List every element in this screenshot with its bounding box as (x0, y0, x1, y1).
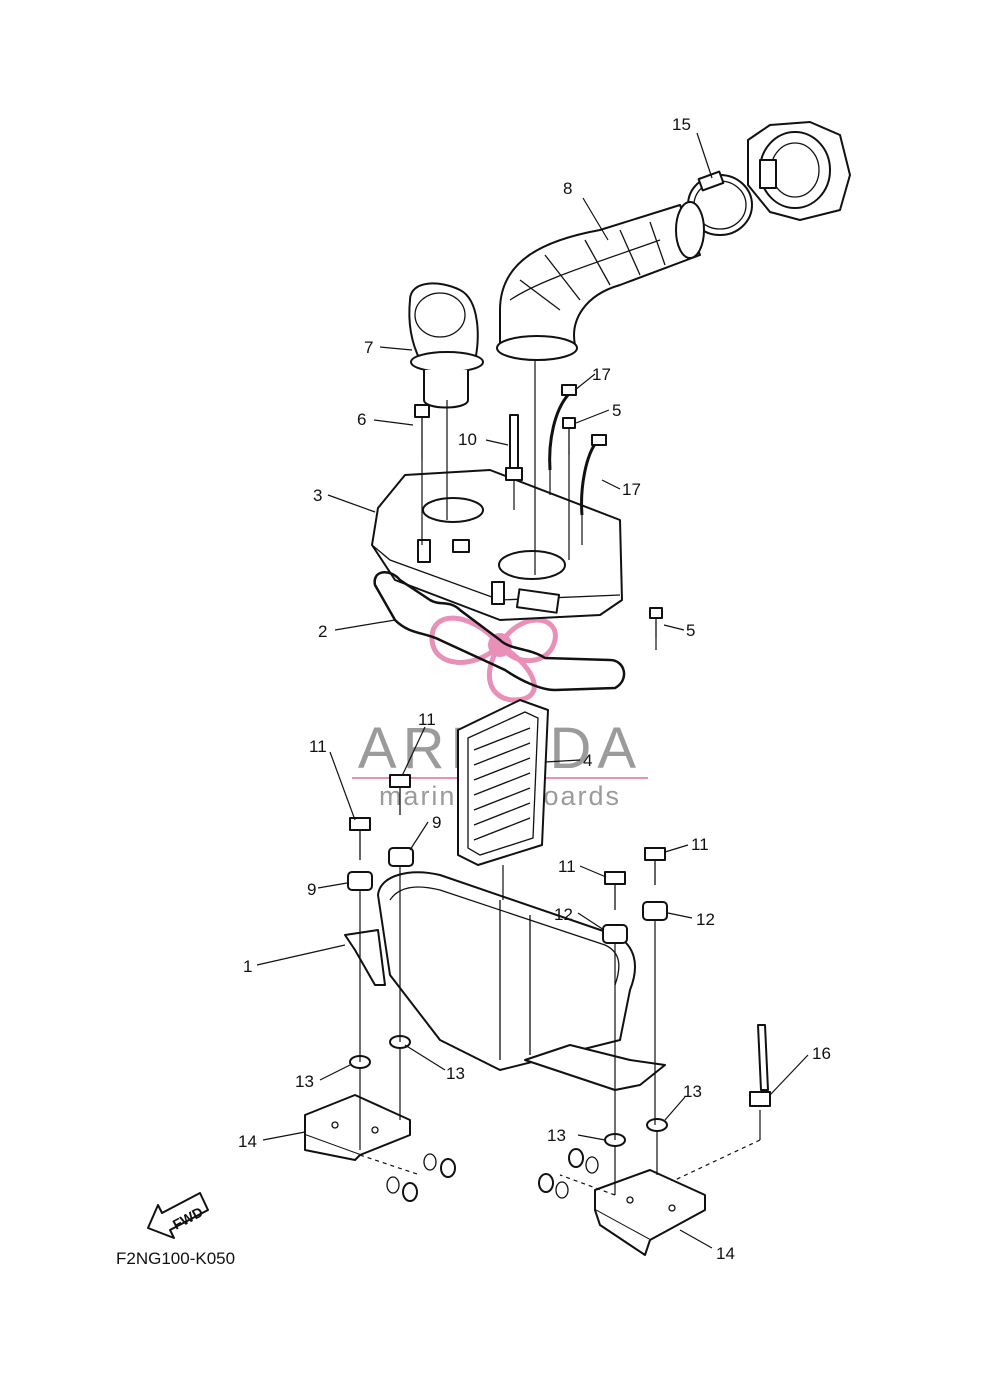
bolt-6 (414, 404, 430, 460)
callout-13-c: 13 (683, 1082, 702, 1101)
callout-17-upper: 17 (592, 365, 611, 384)
callout-10: 10 (458, 430, 477, 449)
intake-silencer (408, 282, 484, 409)
callout-14-b: 14 (716, 1244, 735, 1263)
callout-5-upper: 5 (612, 401, 621, 420)
callout-11-c: 11 (691, 835, 709, 854)
cable-tie-10 (505, 414, 523, 481)
callout-17-lower: 17 (622, 480, 641, 499)
callout-13-b: 13 (446, 1064, 465, 1083)
callout-14-a: 14 (238, 1132, 257, 1151)
callout-6: 6 (357, 410, 366, 429)
callout-1: 1 (243, 957, 252, 976)
callout-9-b: 9 (432, 813, 441, 832)
callout-12-a: 12 (696, 910, 715, 929)
fwd-arrow-icon: FWD (147, 1192, 209, 1239)
air-box-case (344, 871, 666, 1091)
callout-11-b: 11 (418, 710, 436, 729)
assembly-guide-lines (359, 360, 761, 1196)
callout-12-b: 12 (554, 905, 573, 924)
intake-duct (496, 201, 705, 361)
callout-3: 3 (313, 486, 322, 505)
propeller-logo-icon (429, 615, 558, 703)
bolt-11-b (389, 774, 411, 815)
air-filter-element (457, 699, 549, 866)
diagram-code: F2NG100-K050 (116, 1249, 235, 1268)
air-box-cover (371, 469, 623, 621)
grommet-9-b (388, 847, 414, 867)
callout-11-a: 11 (309, 737, 327, 756)
throttle-body (747, 121, 851, 221)
callout-2: 2 (318, 622, 327, 641)
gasket (373, 571, 626, 692)
bolt-5-lower (649, 607, 663, 638)
bolt-5-upper (562, 417, 576, 455)
mount-bracket-right (594, 1169, 706, 1256)
callout-16: 16 (812, 1044, 831, 1063)
callout-8: 8 (563, 179, 572, 198)
grommet-9-a (347, 871, 373, 891)
collar-13-c (646, 1118, 668, 1132)
mount-bracket-left (304, 1094, 411, 1161)
callout-15: 15 (672, 115, 691, 134)
callout-11-d: 11 (558, 857, 576, 876)
callout-5-lower: 5 (686, 621, 695, 640)
leader-lines (256, 132, 809, 1249)
bolt-11-d (604, 871, 626, 910)
callout-7: 7 (364, 338, 373, 357)
washers-nuts-right (538, 1148, 599, 1199)
callout-9-a: 9 (307, 880, 316, 899)
callout-4: 4 (583, 751, 592, 770)
washers-nuts-left (386, 1153, 456, 1202)
callout-13-d: 13 (547, 1126, 566, 1145)
bolt-11-c (644, 847, 666, 885)
hose-17-upper (548, 384, 577, 471)
callout-labels: 15 8 7 6 10 17 5 17 3 2 5 4 11 11 9 9 11… (238, 115, 831, 1263)
hose-17-lower (580, 434, 607, 516)
grommet-12-b (602, 924, 628, 944)
grommet-12-a (642, 901, 668, 921)
callout-13-a: 13 (295, 1072, 314, 1091)
cable-tie-16 (749, 1024, 771, 1107)
bolt-11-a (349, 817, 371, 860)
